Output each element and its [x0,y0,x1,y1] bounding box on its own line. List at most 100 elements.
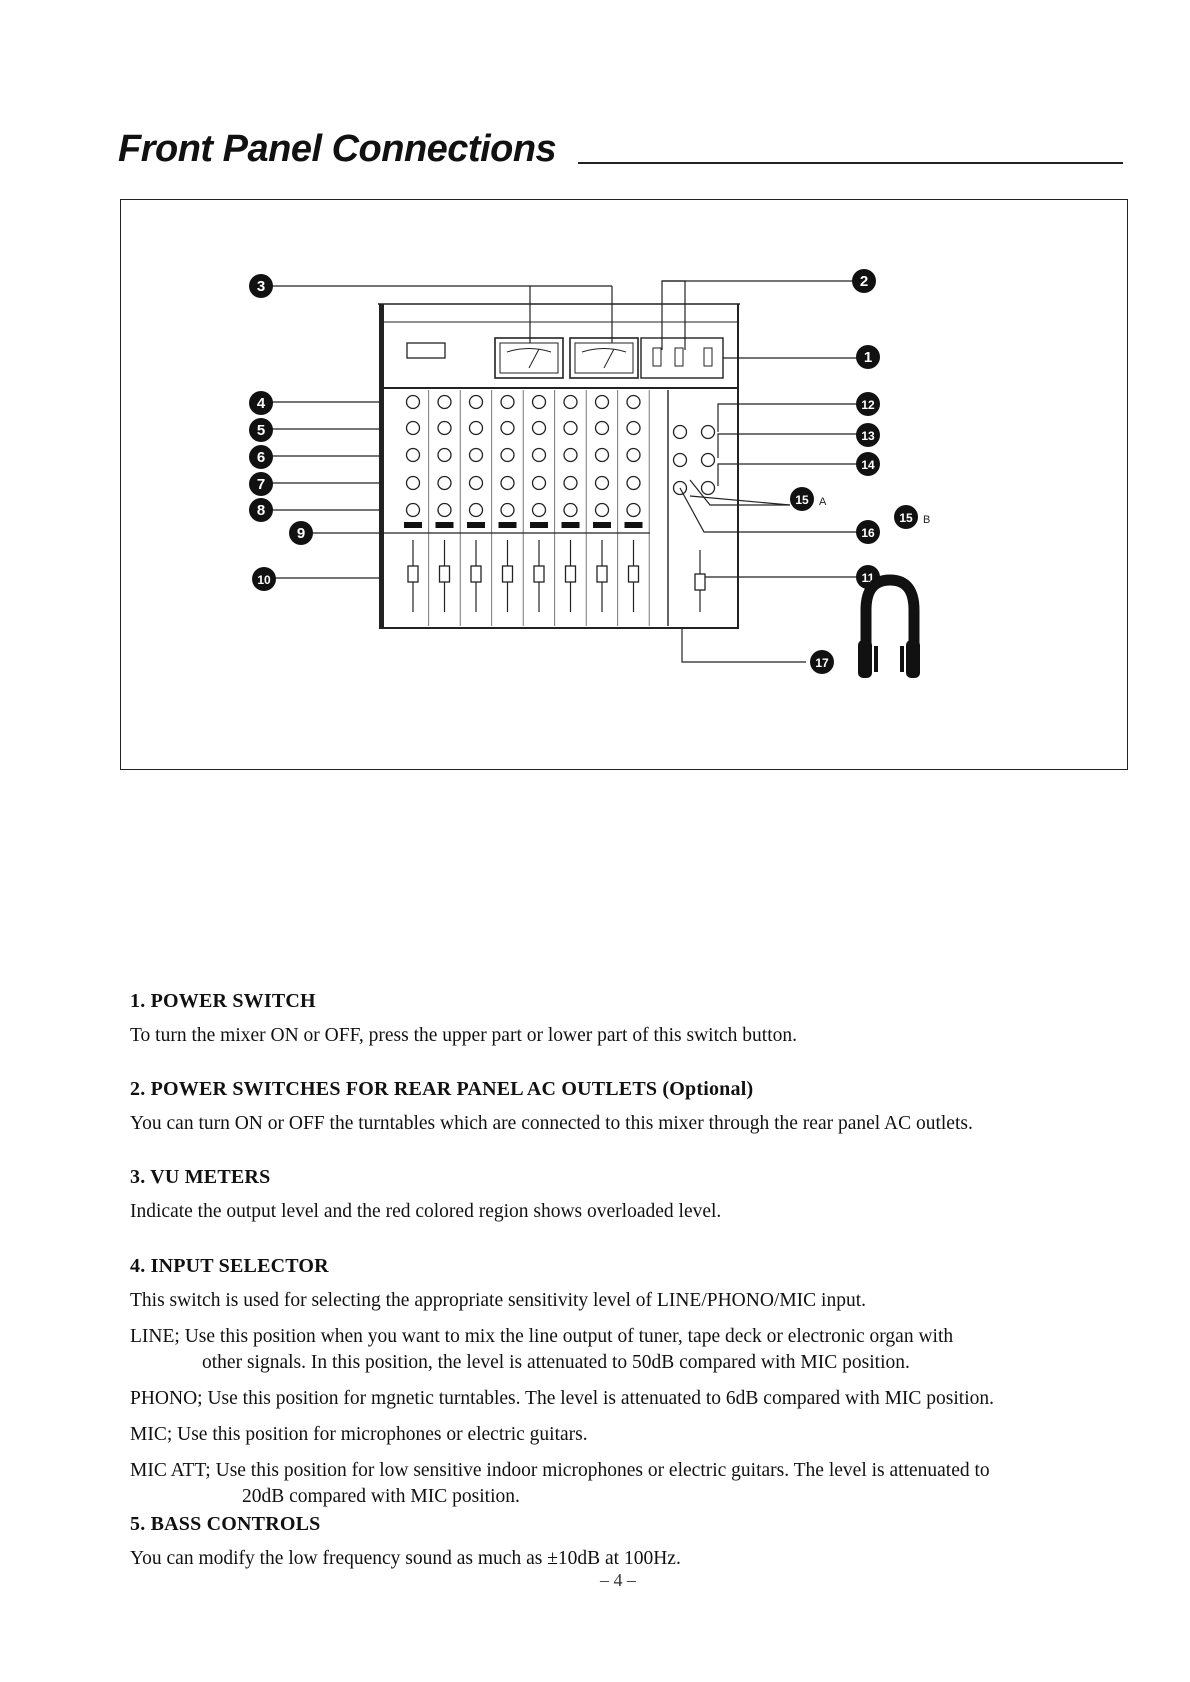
channel-knob [563,502,578,518]
callout-number: 7 [257,476,265,493]
master-knob [700,480,716,496]
logo-plate [406,342,446,359]
leader-line [717,463,866,486]
section-heading: 3. VU METERS [130,1166,271,1188]
callout-number: 6 [257,449,265,466]
channel-fader [596,565,608,583]
definition-text: Use this position for mgnetic turntables… [207,1388,995,1409]
master-knob [700,424,716,440]
section-body: To turn the mixer ON or OFF, press the u… [130,1025,797,1046]
channel-knob [563,420,578,436]
callout-number: 14 [861,458,875,472]
callout-2: 2 [852,269,876,293]
callout-number: 2 [860,273,868,290]
channel-fader [438,565,451,583]
title-rule [578,162,1123,164]
definition-term: LINE; [130,1326,180,1347]
vu-meter-needle [603,348,615,369]
callout-suffix: A [819,496,827,508]
callout-3: 3 [249,274,273,298]
definition-text: Use this position when you want to mix t… [184,1326,954,1347]
callout-4: 4 [249,391,273,415]
callout-circle [249,391,273,415]
callout-circle [856,392,880,416]
callout-6: 6 [249,445,273,469]
channel-mute-bar [404,522,422,528]
vu-meter-frame [494,337,564,379]
callout-number: 5 [257,422,265,439]
callout-circle [249,445,273,469]
callout-number: 13 [861,429,875,443]
channel-fader [407,565,419,583]
channel-knob [500,420,515,436]
channel-knob [405,475,421,491]
channel-knob [531,447,547,463]
callout-circle [856,345,880,369]
definition-phono: PHONO; Use this position for mgnetic tur… [130,1386,1130,1412]
definition-line: LINE; Use this position when you want to… [130,1324,1130,1376]
input-selector-knob [500,394,515,410]
definition-term: PHONO; [130,1388,203,1409]
input-selector-knob [405,394,421,410]
callout-number: 3 [257,278,265,295]
channel-knob [437,475,452,491]
callout-circle [856,423,880,447]
section-heading: 1. POWER SWITCH [130,990,316,1012]
channel-knob [531,420,547,436]
ac-outlet-switch [652,347,662,367]
callout-9: 9 [289,521,313,545]
definition-mic-att: MIC ATT; Use this position for low sensi… [130,1458,1130,1510]
headphones-icon [858,574,920,678]
callout-10: 10 [252,567,276,591]
section-heading: 5. BASS CONTROLS [130,1513,321,1535]
channel-knob [437,447,452,463]
callout-number: 10 [257,573,271,587]
callout-number: 12 [861,398,875,412]
leader-line [662,280,686,350]
channel-knob [500,475,515,491]
callout-7: 7 [249,472,273,496]
front-panel-figure [120,199,1128,770]
input-selector-knob [594,394,610,410]
vu-meter-needle [528,348,540,369]
callout-suffix: B [923,514,930,526]
channel-fader [501,565,514,583]
input-selector-knob [563,394,578,410]
callout-circle [252,567,276,591]
callout-circle [894,505,918,529]
channel-knob [594,475,610,491]
section-body: You can turn ON or OFF the turntables wh… [130,1113,973,1134]
leader-line [689,479,790,506]
channel-knob [437,502,452,518]
channel-knob [500,447,515,463]
channel-knob [437,420,452,436]
channel-mute-bar [467,522,485,528]
channel-knob [500,502,515,518]
input-selector-knob [626,394,641,410]
definition-term: MIC ATT; [130,1460,211,1481]
callout-circle [249,274,273,298]
page-number: – 4 – [600,1570,636,1590]
callout-circle [856,520,880,544]
section-rear-ac-switches: 2. POWER SWITCHES FOR REAR PANEL AC OUTL… [130,1078,1130,1137]
leader-line [661,280,862,350]
leader-line [679,487,866,533]
leader-line [717,403,866,432]
mixer-left-edge [380,304,384,628]
mixer-body [378,303,740,629]
leader-lines [268,280,866,663]
channel-mute-bar [435,522,454,528]
leader-line [681,628,806,663]
callout-number: 8 [257,502,265,519]
section-body: This switch is used for selecting the ap… [130,1290,867,1311]
section-bass-controls: 5. BASS CONTROLS You can modify the low … [130,1513,1130,1572]
callout-circle [249,472,273,496]
section-heading: 4. INPUT SELECTOR [130,1255,329,1277]
channel-knob [563,475,578,491]
section-body: Indicate the output level and the red co… [130,1201,722,1222]
channel-mute-bar [593,522,611,528]
leader-line [717,433,866,458]
